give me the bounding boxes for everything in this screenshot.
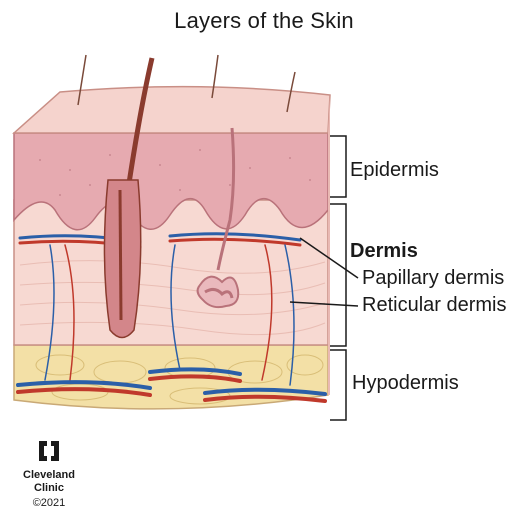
- cleveland-clinic-logo: Cleveland Clinic ©2021: [14, 440, 84, 509]
- dermis-label: Dermis: [350, 241, 418, 261]
- side-face: [328, 95, 330, 395]
- logo-mark-icon: [38, 440, 60, 462]
- dermis-bracket: [330, 204, 346, 346]
- papillary-dermis-label: Papillary dermis: [362, 268, 504, 288]
- hypodermis-bracket: [330, 350, 346, 420]
- logo-org-name: Cleveland Clinic: [19, 469, 79, 495]
- follicle-sheath: [104, 180, 140, 338]
- epidermis-label: Epidermis: [350, 160, 439, 180]
- reticular-dermis-label: Reticular dermis: [362, 295, 506, 315]
- hypodermis-label: Hypodermis: [352, 373, 459, 393]
- epidermis-bracket: [330, 136, 346, 197]
- skin-surface: [14, 87, 330, 133]
- copyright-year: ©2021: [14, 497, 84, 509]
